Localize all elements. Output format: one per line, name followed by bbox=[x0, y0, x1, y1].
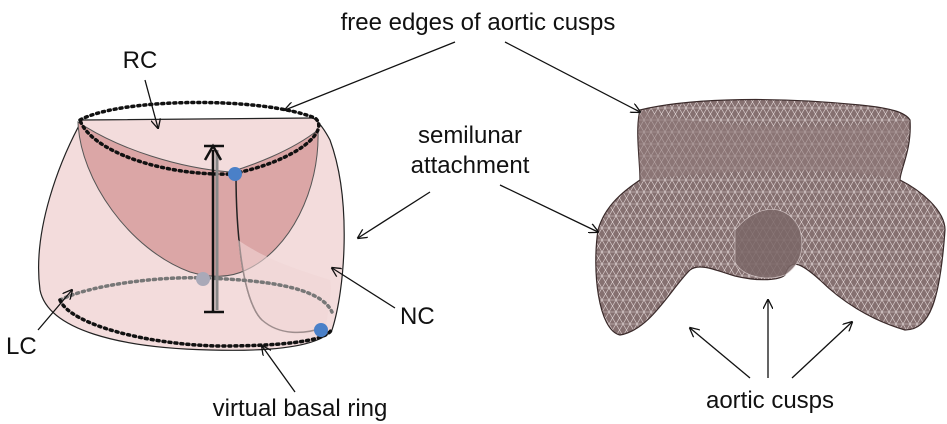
label-aortic-cusps: aortic cusps bbox=[706, 387, 834, 414]
label-virtual-basal-ring: virtual basal ring bbox=[213, 395, 388, 422]
arrow-free-edge-right bbox=[505, 42, 640, 112]
arrow-cusp-left bbox=[690, 328, 750, 378]
arrow-semilunar-left bbox=[358, 192, 430, 238]
nadir-dot bbox=[196, 272, 210, 286]
label-semilunar-2: attachment bbox=[411, 152, 530, 179]
label-free-edges: free edges of aortic cusps bbox=[341, 9, 616, 36]
commissure-dot-top bbox=[228, 167, 242, 181]
valve-schematic bbox=[39, 102, 345, 350]
arrow-free-edge-left bbox=[285, 42, 455, 110]
arrow-cusp-right bbox=[792, 322, 852, 378]
label-rc: RC bbox=[123, 47, 158, 74]
commissure-dot-bottom bbox=[314, 323, 328, 337]
arrow-basal-ring bbox=[262, 346, 295, 392]
label-lc: LC bbox=[6, 333, 37, 360]
label-nc: NC bbox=[400, 303, 435, 330]
label-semilunar-1: semilunar bbox=[418, 122, 522, 149]
valve-mesh-model bbox=[596, 100, 945, 335]
arrow-semilunar-right bbox=[500, 185, 598, 232]
mesh-dome bbox=[735, 209, 802, 278]
